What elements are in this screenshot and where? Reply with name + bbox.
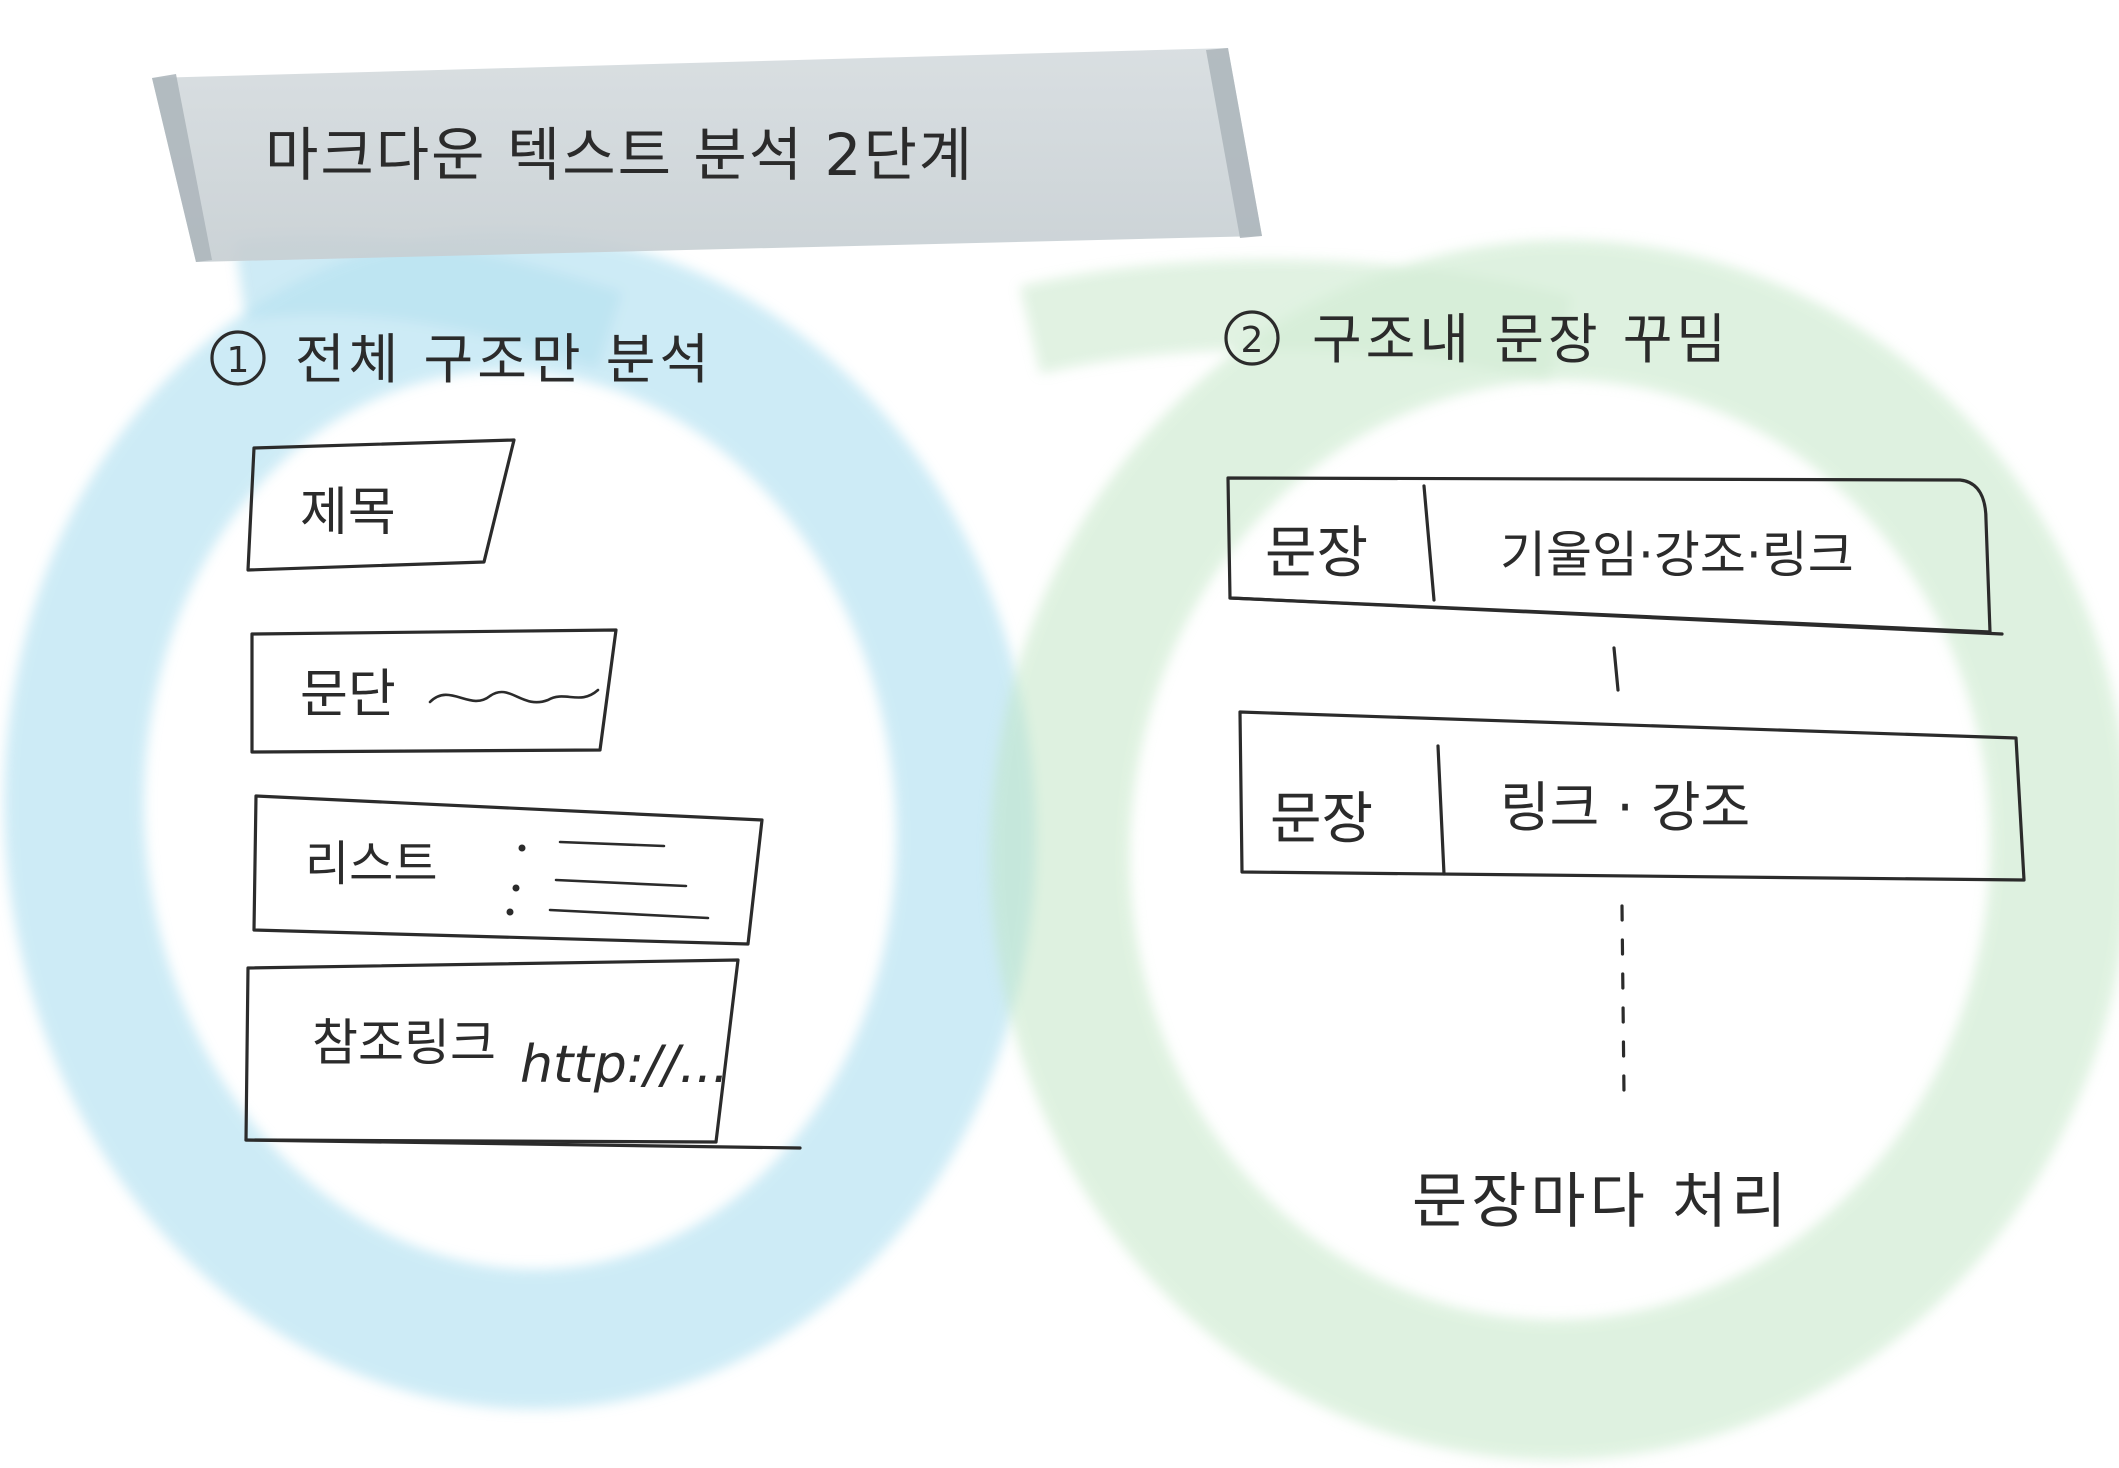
right-group-highlight	[989, 240, 2119, 1460]
right-heading: 구조내 문장 꾸밈	[1312, 308, 1730, 371]
right-step-number: 2	[1241, 320, 1264, 361]
left-heading: 전체 구조만 분석	[295, 328, 713, 391]
sentence-box-1: 문장 기울임·강조·링크	[1226, 476, 2004, 636]
structure-box-title: 제목	[246, 438, 516, 572]
left-group-highlight	[4, 230, 1036, 1410]
page-title: 마크다운 텍스트 분석 2단계	[265, 121, 974, 189]
sentence-footer: 문장마다 처리	[1412, 1167, 1790, 1237]
sentence-decorations: 기울임·강조·링크	[1500, 526, 1854, 584]
reference-link-url: http://...	[520, 1035, 729, 1095]
sentence-decorations: 링크 · 강조	[1500, 776, 1750, 839]
structure-box-label: 리스트	[305, 836, 437, 892]
structure-box-reference-link: 참조링크 http://...	[244, 958, 802, 1150]
structure-box-label: 문단	[300, 665, 396, 725]
title-banner	[152, 48, 1262, 262]
sentence-box-2: 문장 링크 · 강조	[1238, 710, 2026, 882]
structure-box-label: 참조링크	[312, 1014, 496, 1072]
left-step-number: 1	[227, 340, 250, 381]
sentence-label: 문장	[1265, 521, 1368, 586]
structure-box-list: 리스트	[252, 794, 764, 946]
left-step-badge: 1	[210, 330, 266, 386]
structure-box-label: 제목	[300, 483, 396, 543]
right-step-badge: 2	[1224, 310, 1280, 366]
structure-box-paragraph: 문단	[250, 628, 618, 754]
sentence-connector	[1612, 646, 1620, 692]
continuation-dashes	[1620, 904, 1626, 1096]
sentence-label: 문장	[1270, 787, 1373, 852]
